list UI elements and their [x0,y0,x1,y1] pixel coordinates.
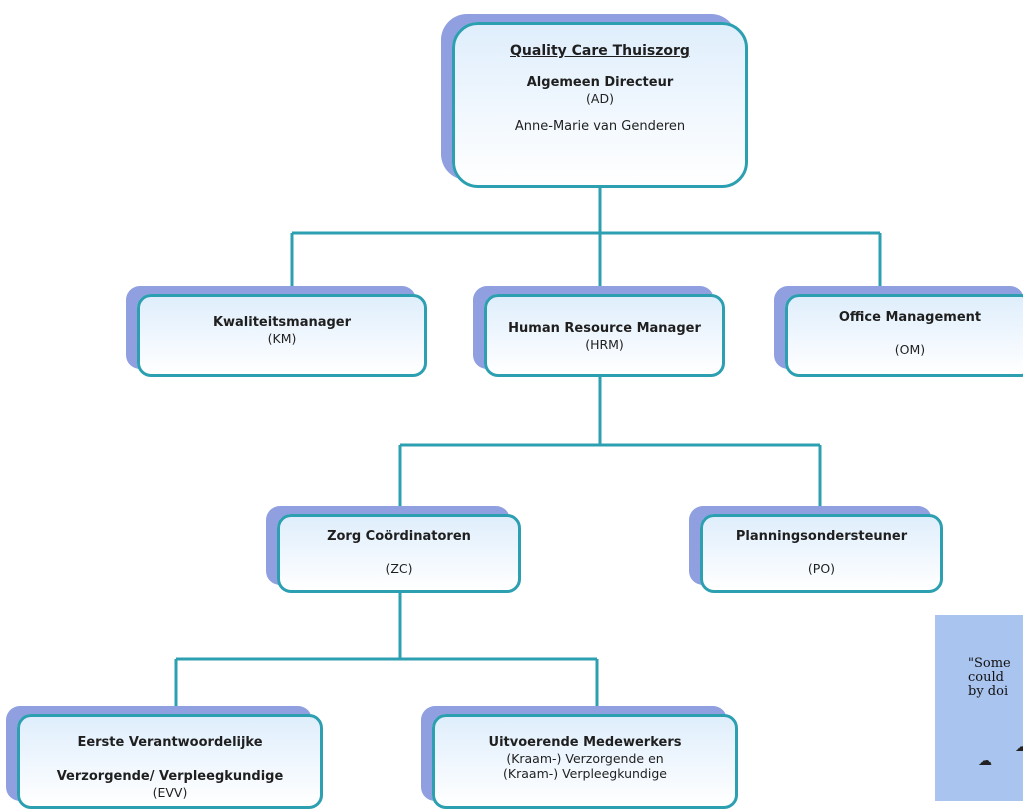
node-role: Algemeen Directeur [526,75,674,90]
connector-zc-level3 [174,593,599,714]
node-line2: (Kraam-) Verzorgende en [506,751,664,766]
cartoon-quote: "Some could by doi [968,657,1023,699]
cloud-icon: ☁ [978,753,992,769]
node-eerste-verantwoordelijke: Eerste Verantwoordelijke Verzorgende/ Ve… [17,714,323,809]
node-role-line1: Eerste Verantwoordelijke [77,735,263,750]
node-uitvoerende-medewerkers: Uitvoerende Medewerkers (Kraam-) Verzorg… [432,714,738,809]
connector-ad-level1 [290,188,882,294]
node-abbreviation: (AD) [586,91,614,106]
node-line3: (Kraam-) Verpleegkundige [503,766,667,781]
cartoon-panel: "Some could by doi ☁ ☁ [935,615,1023,801]
node-human-resource-manager: Human Resource Manager (HRM) [484,294,725,377]
node-abbreviation: (PO) [807,561,836,576]
node-role: Uitvoerende Medewerkers [488,735,682,750]
node-algemeen-directeur: Quality Care Thuiszorg Algemeen Directeu… [452,22,748,188]
node-role: Planningsondersteuner [735,529,908,544]
node-kwaliteitsmanager: Kwaliteitsmanager (KM) [137,294,427,377]
company-name: Quality Care Thuiszorg [510,43,690,59]
node-role-line2: Verzorgende/ Verpleegkundige [56,769,284,784]
node-abbreviation: (EVV) [152,785,188,800]
cloud-icon: ☁ [1015,739,1023,755]
node-abbreviation: (OM) [894,342,926,357]
node-zorg-coordinatoren: Zorg Coördinatoren (ZC) [277,514,521,593]
node-role: Kwaliteitsmanager [212,315,352,330]
node-abbreviation: (KM) [267,331,297,346]
node-role: Office Management [838,310,982,325]
quote-line: "Some [968,656,1011,671]
node-role: Human Resource Manager [508,321,701,336]
node-role: Zorg Coördinatoren [327,529,471,544]
person-name: Anne-Marie van Genderen [514,119,686,134]
node-abbreviation: (ZC) [385,561,413,576]
quote-line: by doi [968,684,1009,699]
connector-hrm-level2 [398,377,822,514]
quote-line: could [968,670,1004,685]
node-abbreviation: (HRM) [585,337,624,352]
node-office-management: Office Management (OM) [785,294,1023,377]
node-planningsondersteuner: Planningsondersteuner (PO) [700,514,943,593]
